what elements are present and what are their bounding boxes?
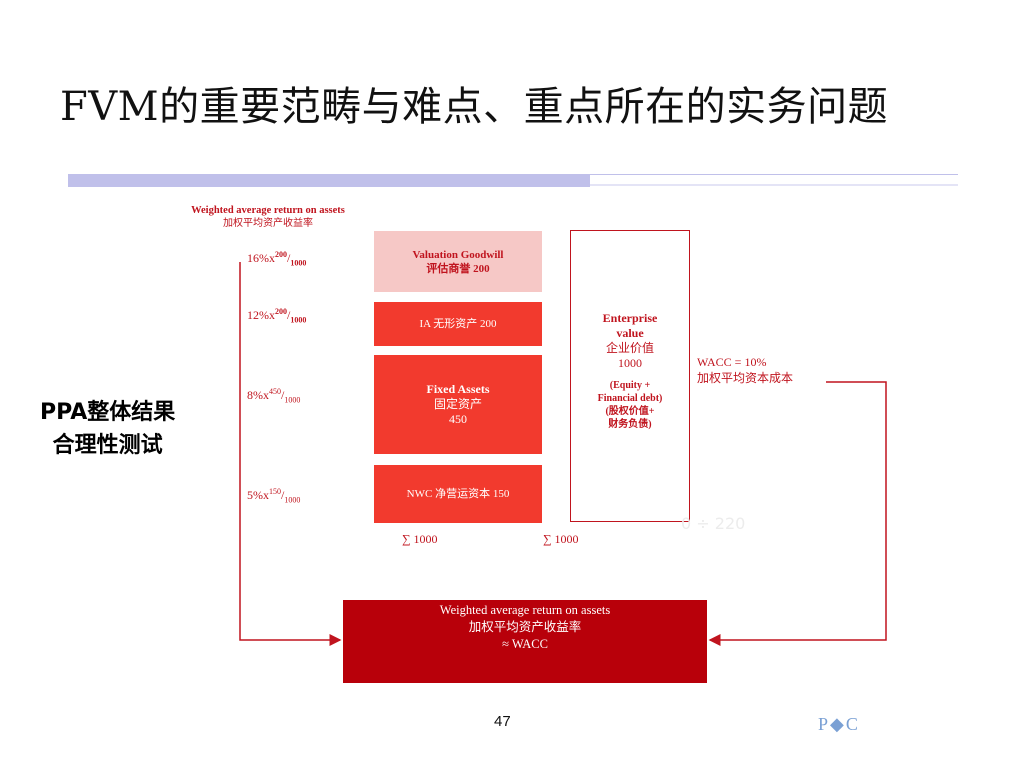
ev-eq4: 财务负债) xyxy=(608,419,652,430)
ppa-line1: PPA整体结果 xyxy=(40,400,176,425)
top-label-cn: 加权平均资产收益率 xyxy=(223,218,313,229)
rate-num: 150 xyxy=(269,487,281,496)
ev-equation: (Equity + Financial debt) (股权价值+ 财务负债) xyxy=(598,379,663,431)
rate-den: 1000 xyxy=(290,258,307,268)
title-underline-thin xyxy=(590,174,958,175)
rate-pct: 16%x xyxy=(247,251,275,265)
ppa-line2: 合理性测试 xyxy=(52,433,163,458)
faint-text: 0 ÷ 220 xyxy=(681,514,746,533)
rate-nwc: 5%x150/1000 xyxy=(247,487,301,505)
wacc-line1: WACC = 10% xyxy=(697,355,767,369)
fixed-assets-en: Fixed Assets xyxy=(426,382,490,396)
rate-den: 1000 xyxy=(284,395,301,405)
title-underline-bar xyxy=(68,174,590,187)
goodwill-cn: 评估商誉 200 xyxy=(426,262,490,275)
nwc-box: NWC 净营运资本 150 xyxy=(374,465,542,523)
ev-eq2: Financial debt) xyxy=(597,393,663,404)
rate-den: 1000 xyxy=(290,315,307,325)
ppa-heading: PPA整体结果 合理性测试 xyxy=(40,396,175,462)
nwc-label: NWC 净营运资本 150 xyxy=(406,488,510,500)
fixed-assets-box: Fixed Assets 固定资产 450 xyxy=(374,355,542,454)
rate-goodwill: 16%x200/1000 xyxy=(247,250,307,268)
sum-assets: ∑ 1000 xyxy=(402,532,438,546)
company-logo: P◆C xyxy=(818,714,860,734)
ia-box: IA 无形资产 200 xyxy=(374,302,542,346)
rate-pct: 8%x xyxy=(247,388,269,402)
ev-value: 1000 xyxy=(618,356,642,370)
result-box: Weighted average return on assets 加权平均资产… xyxy=(343,600,707,683)
ev-line1: Enterprise xyxy=(602,311,658,325)
ev-cn: 企业价值 xyxy=(605,341,654,355)
rate-num: 450 xyxy=(269,387,281,396)
result-line2: 加权平均资产收益率 xyxy=(468,620,582,634)
slide-title: FVM的重要范畴与难点、重点所在的实务问题 xyxy=(60,84,889,130)
wacc-label: WACC = 10% 加权平均资本成本 xyxy=(697,354,793,386)
goodwill-box: Valuation Goodwill 评估商誉 200 xyxy=(374,231,542,292)
wacc-line2: 加权平均资本成本 xyxy=(697,371,794,385)
rate-num: 200 xyxy=(275,307,287,316)
rate-ia: 12%x200/1000 xyxy=(247,307,307,325)
left-arrow xyxy=(239,262,342,646)
page-number: 47 xyxy=(494,713,511,730)
rate-den: 1000 xyxy=(284,495,301,505)
goodwill-en: Valuation Goodwill xyxy=(412,248,504,261)
ia-label: IA 无形资产 200 xyxy=(419,318,497,330)
rate-pct: 12%x xyxy=(247,308,275,322)
right-arrow xyxy=(708,381,887,646)
rate-fixed: 8%x450/1000 xyxy=(247,387,301,405)
top-label-en: Weighted average return on assets xyxy=(191,205,345,216)
title-underline-shadow xyxy=(590,184,958,186)
enterprise-value-box: Enterprise value 企业价值 1000 (Equity + Fin… xyxy=(570,230,690,522)
result-line3: ≈ WACC xyxy=(502,637,548,651)
rate-pct: 5%x xyxy=(247,488,269,502)
ev-eq3: (股权价值+ xyxy=(605,406,655,417)
ev-eq1: (Equity + xyxy=(609,380,651,391)
rate-num: 200 xyxy=(275,250,287,259)
fixed-assets-value: 450 xyxy=(449,412,467,426)
ev-line2: value xyxy=(616,326,644,340)
sum-enterprise: ∑ 1000 xyxy=(543,532,579,546)
fixed-assets-cn: 固定资产 xyxy=(433,397,482,411)
top-label: Weighted average return on assets 加权平均资产… xyxy=(178,204,358,230)
result-line1: Weighted average return on assets xyxy=(439,603,611,617)
